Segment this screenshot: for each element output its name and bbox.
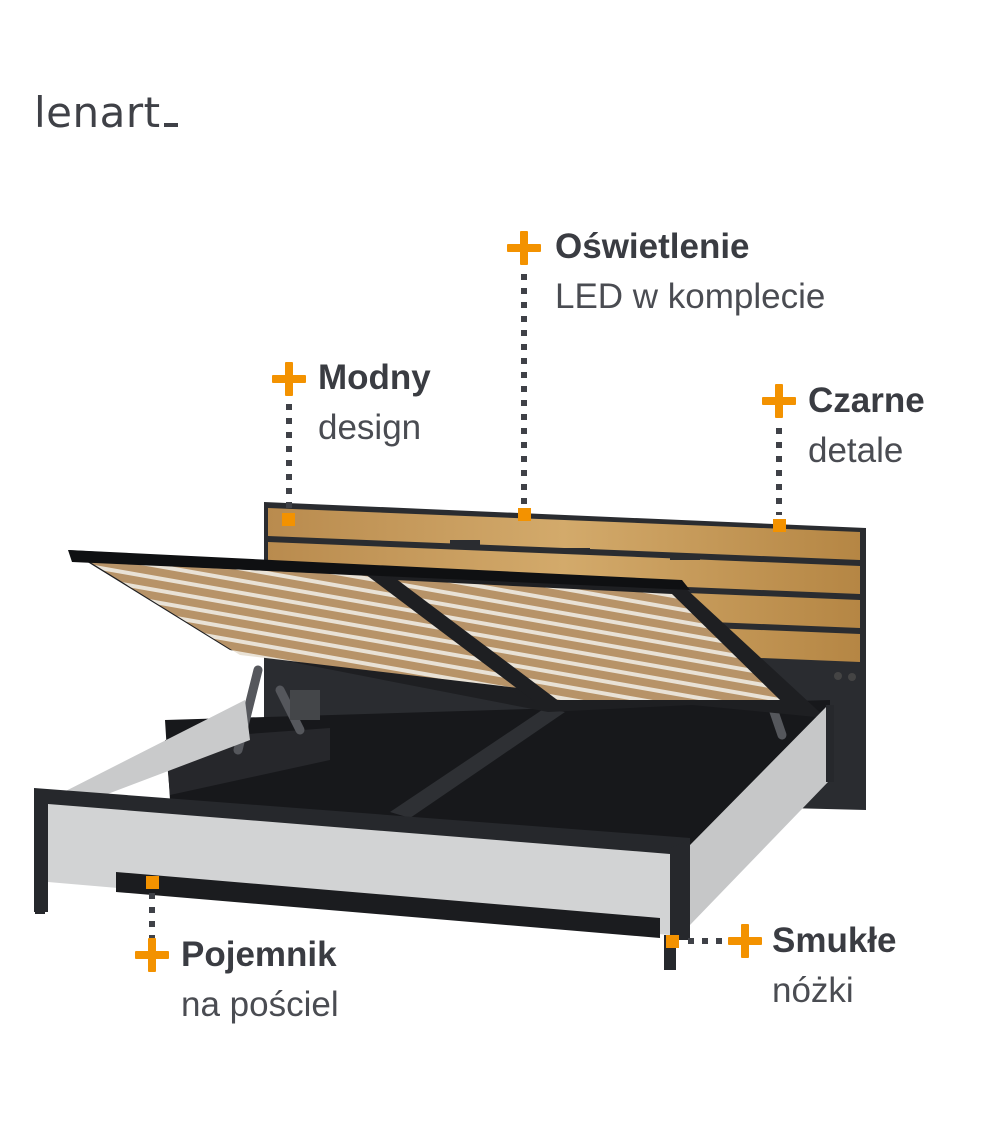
callout-subtitle: detale [808,431,904,470]
plus-icon [507,231,541,265]
callout-title: Czarne [808,381,925,420]
callout-pojemnik: Pojemnik na pościel [181,930,339,1030]
led-switch-icon [834,672,842,680]
callout-title: Smukłe [772,921,897,960]
callout-subtitle: LED w komplecie [555,277,826,316]
plus-icon [272,362,306,396]
callout-oswietlenie: Oświetlenie LED w komplecie [555,222,825,322]
side-panel-left [48,700,250,812]
side-panel-right [690,705,834,925]
footboard [34,788,690,940]
callout-title: Modny [318,358,431,397]
logo-underscore-mark [163,123,178,127]
callout-title: Oświetlenie [555,227,750,266]
plus-icon [135,938,169,972]
callout-subtitle: nóżki [772,971,854,1010]
plus-icon [762,384,796,418]
callout-markers [146,508,786,948]
callout-title: Pojemnik [181,935,337,974]
plus-icon [728,924,762,958]
callout-czarne: Czarne detale [808,376,925,476]
callout-subtitle: na pościel [181,985,339,1024]
callout-modny: Modny design [318,353,431,453]
callout-subtitle: design [318,408,422,447]
lifted-lid [68,550,826,718]
callout-smukle: Smukłe nóżki [772,916,897,1016]
brand-logo-text: lenart [34,88,161,137]
brand-logo: lenart [34,88,178,137]
callout-leaders [149,274,782,944]
